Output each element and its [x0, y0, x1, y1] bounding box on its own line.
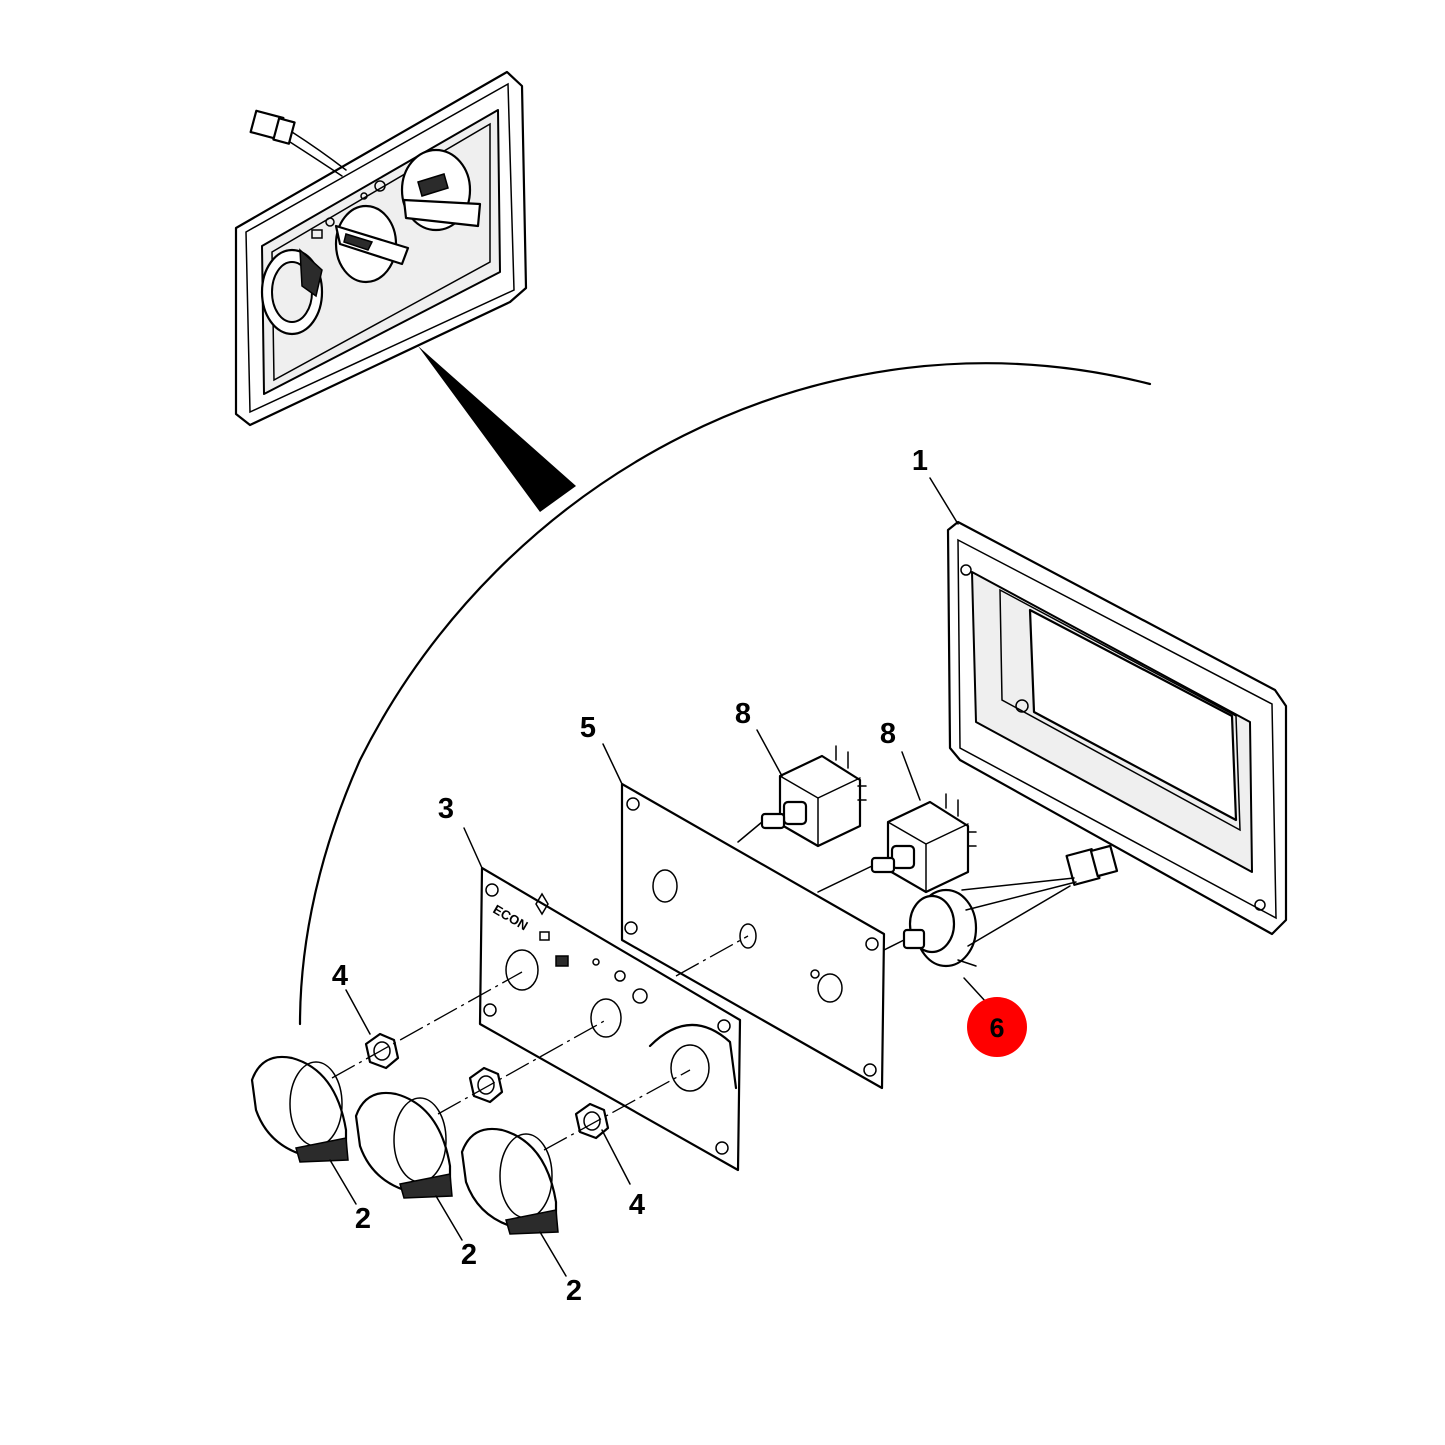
gasket	[620, 782, 886, 1090]
knob-3	[460, 1127, 559, 1235]
rocker-switch-lower	[817, 793, 977, 894]
callout-6-highlight	[967, 997, 1027, 1057]
hex-nut-3	[574, 1102, 610, 1140]
callout-6: 6	[989, 1013, 1004, 1043]
callout-4b: 4	[629, 1189, 645, 1221]
detail-circle-arc	[298, 362, 1152, 1026]
hex-nut-1	[364, 1032, 400, 1070]
knob-1	[250, 1055, 349, 1163]
knob-2	[354, 1091, 453, 1199]
faceplate: ECON	[478, 866, 742, 1172]
bezel	[946, 520, 1288, 936]
callout-8b: 8	[880, 718, 896, 750]
assembled-knob-left	[260, 248, 324, 336]
rotary-switch	[883, 877, 1077, 968]
hex-nut-2	[468, 1066, 504, 1104]
assembled-knob-middle	[334, 204, 410, 284]
assembled-knob-right	[400, 148, 482, 232]
callout-2b: 2	[461, 1239, 477, 1271]
callout-4a: 4	[332, 960, 348, 992]
callout-1: 1	[912, 445, 928, 477]
assembly-centerlines	[331, 935, 749, 1151]
callout-3: 3	[438, 793, 454, 825]
callout-8a: 8	[735, 698, 751, 730]
rocker-switch-upper	[737, 745, 867, 848]
callout-2c: 2	[566, 1275, 582, 1307]
leader-lines	[329, 477, 987, 1277]
callout-5: 5	[580, 712, 596, 744]
callout-2a: 2	[355, 1203, 371, 1235]
assembled-control-panel	[234, 70, 576, 512]
